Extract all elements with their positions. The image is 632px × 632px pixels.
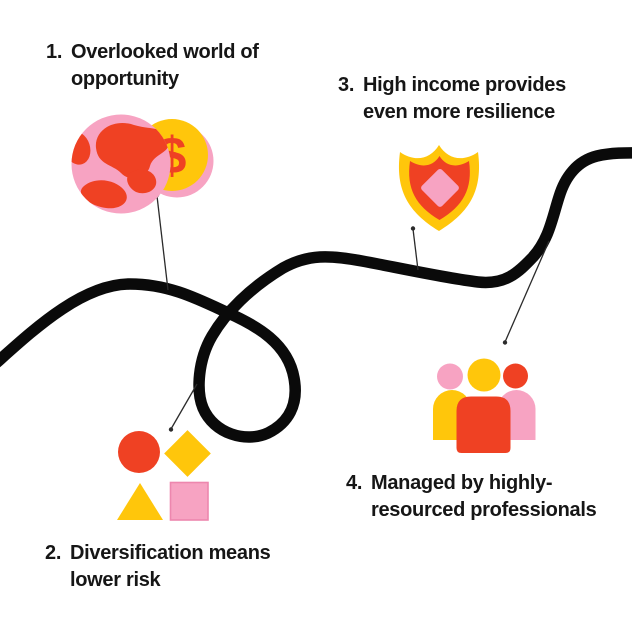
circle-shape [118,431,160,473]
connector-line-shapes [168,383,198,432]
person-middle-body [456,396,511,453]
person-left-head [437,363,463,390]
diamond-shape [164,430,211,477]
step-2-text: Diversification means lower risk [70,540,271,594]
step-2-label: 2. Diversification means lower risk [45,540,271,594]
person-middle-head [467,358,501,392]
connector-line-people [502,240,550,345]
step-2-line1: Diversification means [70,542,271,564]
step-1-line1: Overlooked world of [71,41,259,63]
step-4-text: Managed by highly- resourced professiona… [371,470,597,524]
globe-icon [71,114,171,214]
connector-dot-people [502,340,508,345]
shield-icon [398,145,480,231]
connector-dot-shield [410,226,416,231]
step-4-label: 4. Managed by highly- resourced professi… [346,470,597,524]
person-right-head [503,363,528,389]
step-4-number: 4. [346,472,363,494]
shapes-icon [117,430,211,521]
step-3-line2: even more resilience [363,101,555,123]
step-3-number: 3. [338,74,355,96]
step-1-line2: opportunity [71,68,179,90]
step-1-text: Overlooked world of opportunity [71,39,259,93]
globe-continents [71,122,170,209]
connector-line-shield [410,226,419,271]
connector-line-globe [154,192,169,291]
step-2-line2: lower risk [70,569,161,591]
step-3-label: 3. High income provides even more resili… [338,72,566,126]
connector-dot-shapes [168,427,174,432]
step-1-label: 1. Overlooked world of opportunity [46,39,259,93]
step-4-line2: resourced professionals [371,499,597,521]
people-icon [433,358,536,453]
step-2-number: 2. [45,542,62,564]
shield-diamond [421,169,459,207]
step-3-line1: High income provides [363,74,566,96]
step-1-number: 1. [46,41,63,63]
step-3-text: High income provides even more resilienc… [363,72,566,126]
triangle-shape [117,483,163,520]
journey-path [0,147,632,443]
square-shape [169,481,209,521]
step-4-line1: Managed by highly- [371,472,553,494]
